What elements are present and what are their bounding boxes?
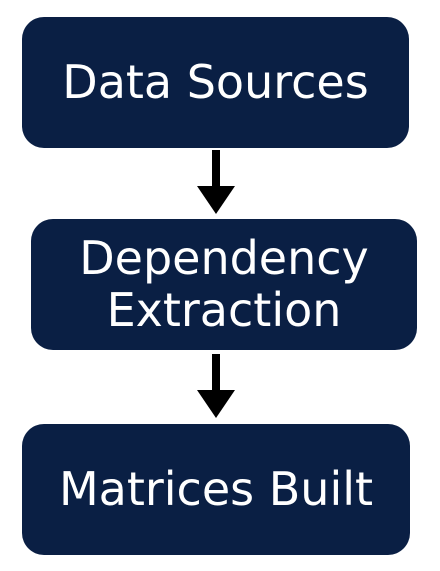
arrow-down-icon	[197, 150, 235, 214]
step-label: Dependency Extraction	[79, 230, 369, 337]
step-label: Data Sources	[62, 54, 369, 109]
step-matrices-built: Matrices Built	[22, 424, 410, 555]
step-data-sources: Data Sources	[22, 17, 409, 148]
step-label: Matrices Built	[58, 461, 374, 516]
step-dependency-extraction: Dependency Extraction	[31, 219, 417, 350]
arrow-down-icon	[197, 354, 235, 418]
